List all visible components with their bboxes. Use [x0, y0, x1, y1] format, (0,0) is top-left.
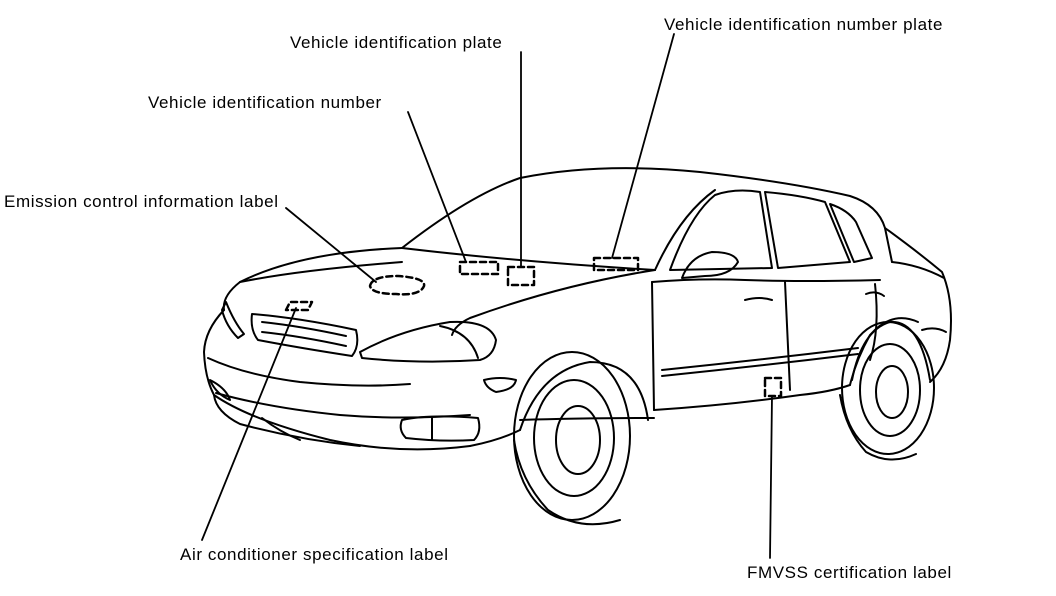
marker-ac-label	[284, 300, 314, 312]
leader-lines	[201, 33, 773, 559]
leader-fmvss-label	[769, 395, 773, 559]
callout-fmvss-certification-label: FMVSS certification label	[747, 563, 952, 582]
callout-air-conditioner-specification-label: Air conditioner specification label	[180, 545, 449, 564]
marker-vin	[458, 260, 500, 276]
front-details	[209, 301, 517, 442]
marker-fmvss-label	[763, 376, 783, 398]
marker-vin-plate	[592, 256, 640, 272]
leader-vin-plate	[611, 33, 675, 259]
rear-wheel	[839, 320, 935, 461]
callout-emission-control-information-label: Emission control information label	[4, 192, 279, 211]
leader-ac-label	[201, 307, 297, 541]
callout-vehicle-identification-number-plate: Vehicle identification number plate	[664, 15, 943, 34]
marker-vehicle-id-plate	[506, 265, 536, 287]
leader-vin	[407, 111, 467, 263]
callout-vehicle-identification-plate: Vehicle identification plate	[290, 33, 503, 52]
car-body	[203, 167, 952, 451]
marker-emission-label	[368, 274, 426, 296]
leader-emission-label	[285, 207, 377, 283]
callout-vehicle-identification-number: Vehicle identification number	[148, 93, 382, 112]
front-wheel	[513, 351, 649, 526]
